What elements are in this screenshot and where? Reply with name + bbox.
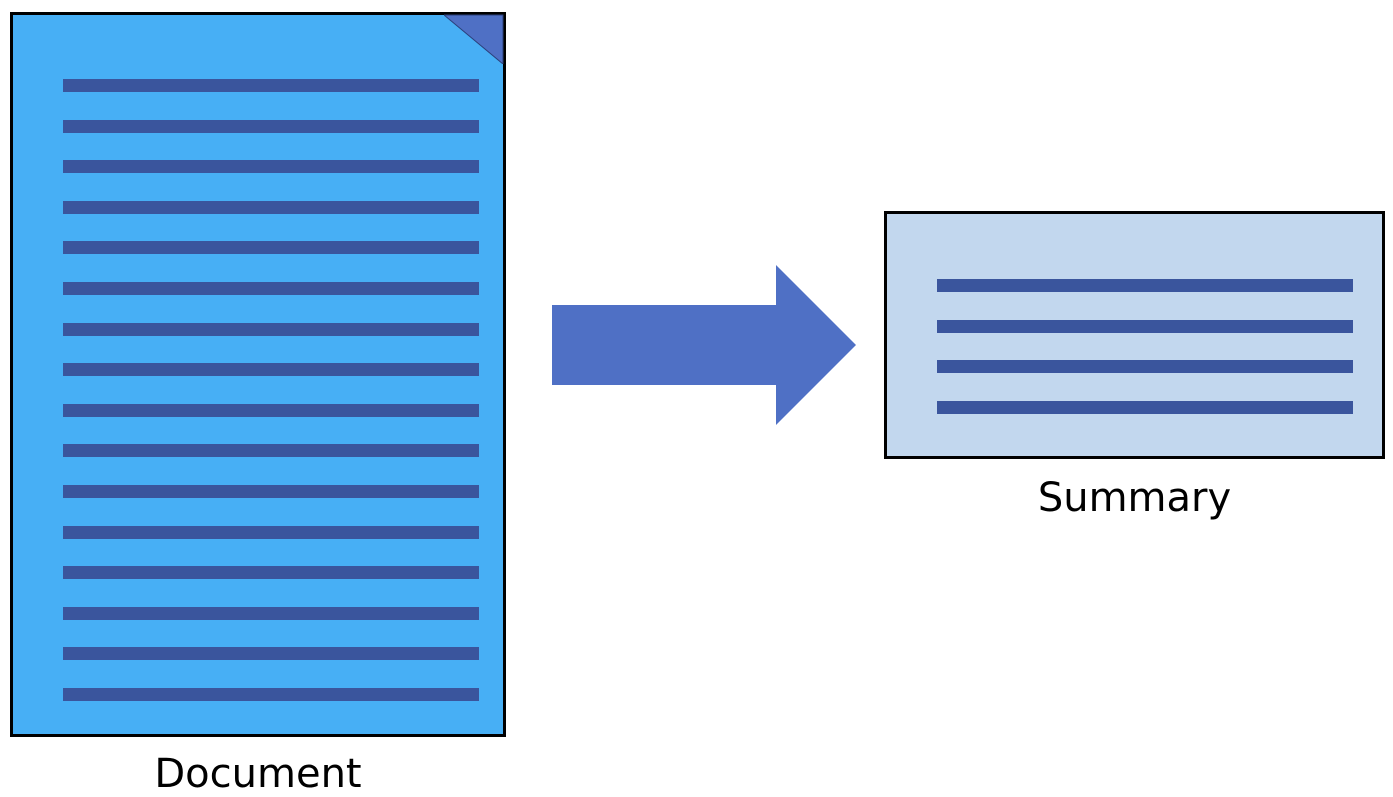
- document-text-line: [63, 647, 479, 661]
- document-text-line: [63, 241, 479, 255]
- summary-text-line: [937, 400, 1353, 414]
- document-text-line: [63, 606, 479, 620]
- document-text-line: [63, 566, 479, 580]
- document-text-line: [63, 444, 479, 458]
- document-label: Document: [154, 751, 362, 797]
- document-text-line: [63, 485, 479, 498]
- document-page: [10, 12, 506, 737]
- document-text-line: [63, 688, 479, 701]
- summary-text-line: [937, 360, 1353, 373]
- document-text-line: [63, 525, 479, 539]
- summary-text-line: [937, 279, 1353, 292]
- document-text-line: [63, 403, 479, 417]
- document-text-line: [63, 363, 479, 377]
- summary-label: Summary: [1037, 475, 1232, 521]
- folded-corner-icon: [444, 14, 504, 64]
- document-text-line: [63, 119, 479, 133]
- document-text-line: [63, 282, 479, 295]
- document-text-line: [63, 160, 479, 174]
- summary-text-line: [937, 319, 1353, 333]
- document-text-line: [63, 79, 479, 92]
- document-text-line: [63, 322, 479, 336]
- document-text-line: [63, 200, 479, 214]
- summary-box: [884, 211, 1385, 459]
- right-arrow-icon: [552, 265, 856, 425]
